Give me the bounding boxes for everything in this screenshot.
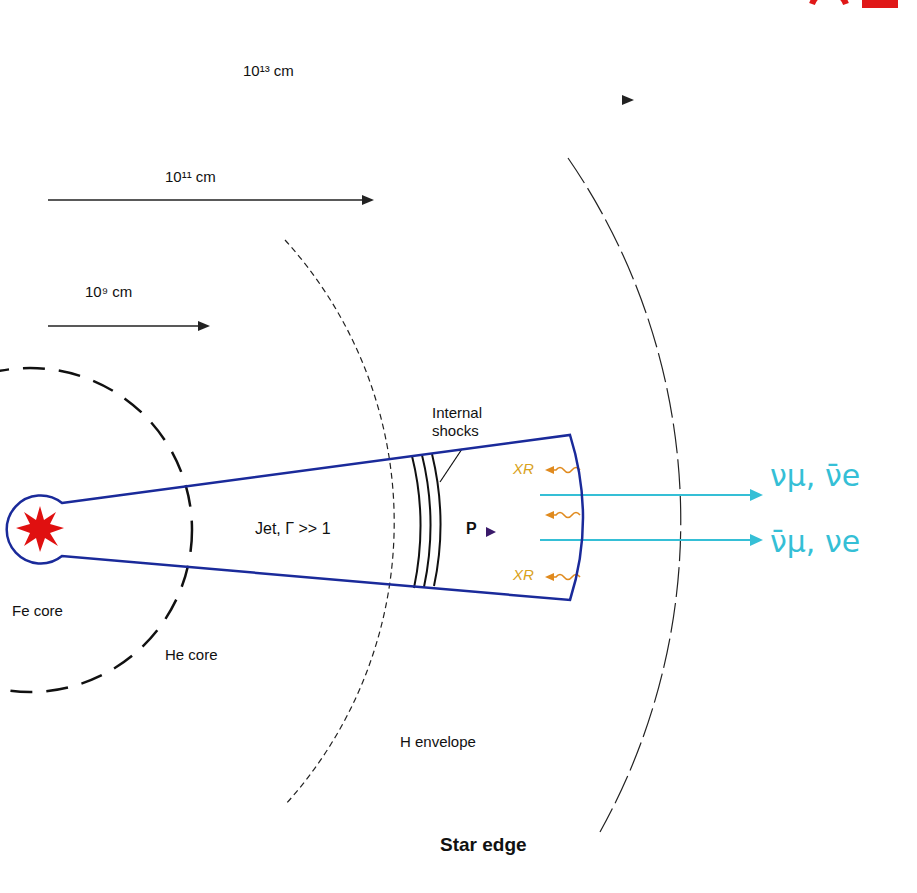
leader-line xyxy=(440,449,462,482)
xray-arrowhead xyxy=(545,511,554,519)
region-label: He core xyxy=(165,646,218,664)
shock-front xyxy=(422,455,431,587)
neutrino-arrowhead xyxy=(750,534,763,546)
particle-label: P xyxy=(466,519,477,538)
proton-arrow xyxy=(486,527,496,537)
neutrino-label: νμ, ν̄e xyxy=(770,458,860,494)
shock-front xyxy=(432,454,441,586)
dimension-label: 10¹¹ cm xyxy=(165,168,216,186)
cropped-red-mark xyxy=(812,0,846,4)
region-label: Star edge xyxy=(440,834,527,857)
neutrino-arrow xyxy=(540,494,752,496)
jet-outline xyxy=(7,435,583,600)
region-label: Fe core xyxy=(12,602,63,620)
callout-label: Internal shocks xyxy=(432,404,504,440)
scale-arrow xyxy=(48,325,200,327)
scale-arrowhead xyxy=(622,95,634,105)
dimension-label: 10⁹ cm xyxy=(85,283,132,301)
xray-arrow xyxy=(554,513,580,518)
xray-arrowhead xyxy=(545,573,554,581)
xray-label: XR xyxy=(513,460,534,478)
explosion-symbol xyxy=(16,506,64,552)
neutrino-arrowhead xyxy=(750,489,763,501)
dimension-label: 10¹³ cm xyxy=(243,62,294,80)
scale-arrow xyxy=(48,199,364,201)
xray-arrow xyxy=(554,468,580,473)
shock-front xyxy=(412,456,421,588)
jet-label: Jet, Γ >> 1 xyxy=(255,520,331,538)
jet-shape: Jet, Γ >> 1 xyxy=(0,420,600,610)
neutrino-arrow xyxy=(540,539,752,541)
xray-arrowhead xyxy=(545,466,554,474)
cropped-red-mark xyxy=(862,0,898,8)
region-label: H envelope xyxy=(400,733,476,751)
xray-label: XR xyxy=(513,566,534,584)
jet-outline-svg xyxy=(0,420,600,610)
neutrino-label: ν̄μ, νe xyxy=(770,524,860,560)
scale-arrowhead xyxy=(362,195,374,205)
fe-core-boundary xyxy=(0,368,192,692)
scale-arrowhead xyxy=(198,321,210,331)
